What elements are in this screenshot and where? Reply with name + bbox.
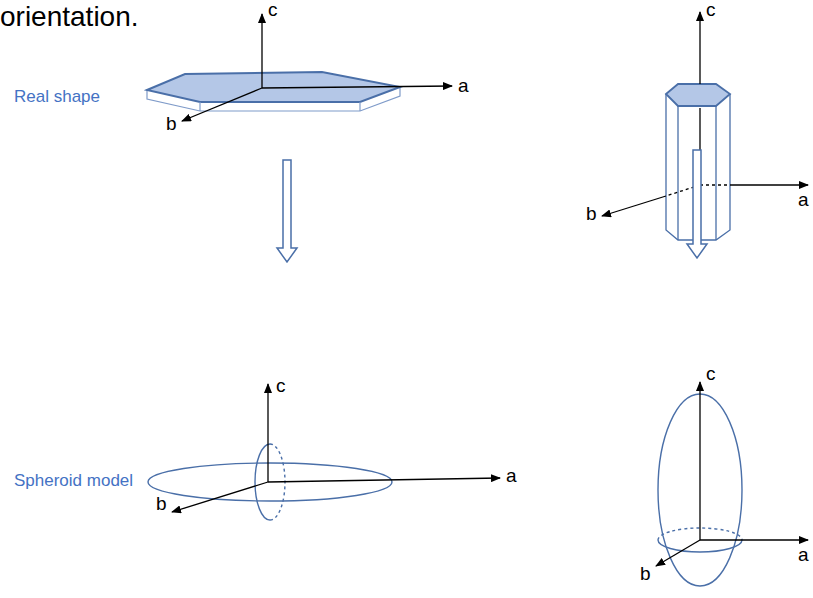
axes	[182, 14, 452, 121]
axis-label: c	[706, 364, 716, 385]
axis-label: a	[798, 190, 809, 211]
axis-label: a	[506, 466, 517, 487]
axis-label: c	[276, 376, 286, 397]
axes	[172, 384, 500, 512]
hexagonal-plate	[147, 72, 400, 111]
axis-label: b	[640, 564, 651, 585]
axis-label: b	[156, 494, 167, 515]
transform-arrow	[277, 150, 707, 262]
row-label: Real shape	[14, 88, 100, 107]
axis-label: b	[166, 114, 177, 135]
axis-label: a	[458, 76, 469, 97]
axes	[656, 382, 808, 566]
axis-label: c	[706, 0, 716, 21]
axes	[602, 12, 808, 216]
axis-label: b	[586, 204, 597, 225]
row-label: Spheroid model	[14, 472, 133, 491]
axis-label: a	[798, 545, 809, 566]
axis-label: c	[268, 0, 278, 21]
slide-text: orientation.	[0, 2, 139, 33]
